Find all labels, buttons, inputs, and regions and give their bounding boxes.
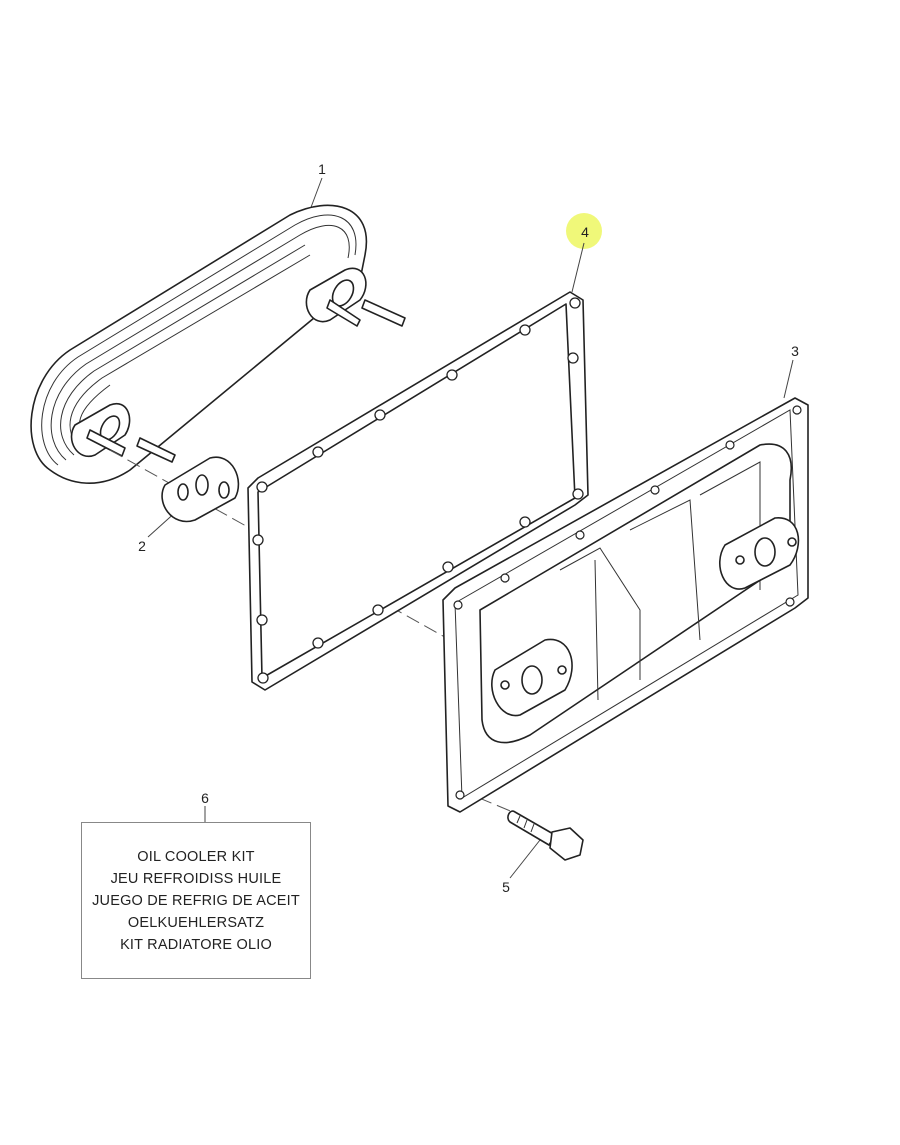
leader-lines [147,177,794,879]
kit-label-fr: JEU REFROIDISS HUILE [110,870,282,887]
kit-label-it: KIT RADIATORE OLIO [120,936,272,953]
callout-2[interactable]: 2 [138,538,146,554]
adapter-gasket-part-2[interactable] [161,456,240,523]
cooler-cover-part-3[interactable] [442,397,809,813]
kit-label-box: OIL COOLER KIT JEU REFROIDISS HUILE JUEG… [81,822,311,979]
gasket-part-4[interactable] [247,291,589,691]
oil-cooler-part-1[interactable] [30,204,406,484]
callout-3[interactable]: 3 [791,343,799,359]
kit-label-en: OIL COOLER KIT [137,848,255,865]
callout-4[interactable]: 4 [581,224,589,240]
callout-1[interactable]: 1 [318,161,326,177]
callout-5[interactable]: 5 [502,879,510,895]
bolt-part-5[interactable] [507,810,584,861]
callout-6[interactable]: 6 [201,790,209,806]
kit-label-de: OELKUEHLERSATZ [127,914,265,931]
kit-label-es: JUEGO DE REFRIG DE ACEIT [92,892,300,909]
